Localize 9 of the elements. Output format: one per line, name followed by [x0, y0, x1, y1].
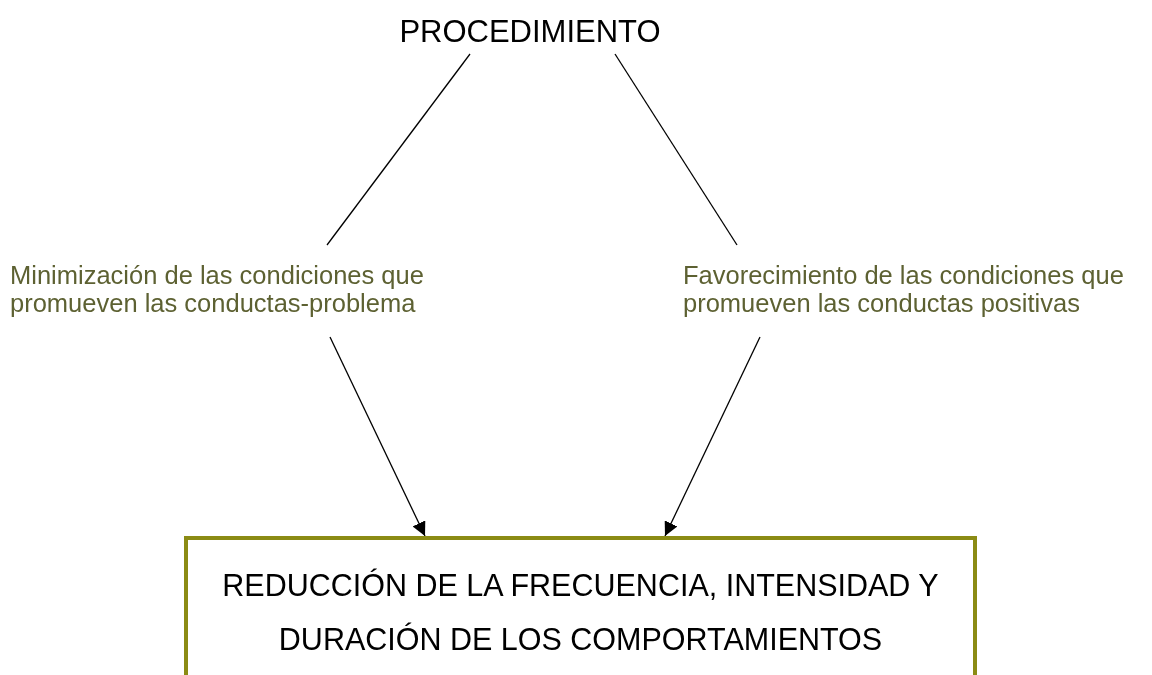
- outcome-text: REDUCCIÓN DE LA FRECUENCIA, INTENSIDAD Y DURACIÓN DE LOS COMPORTAMIENTOS: [221, 567, 940, 658]
- arrow: [329, 336, 426, 537]
- arrow: [664, 336, 761, 537]
- outcome-box: [184, 536, 977, 675]
- strategy-text: Favorecimiento de las condiciones que promueven las conductas positivas: [683, 261, 1125, 317]
- connector-line: [326, 53, 471, 246]
- connector-line: [614, 53, 738, 246]
- strategy-text: Minimización de las condiciones que promueven las conductas-problema: [10, 261, 425, 317]
- heading-text: PROCEDIMIENTO: [398, 13, 662, 51]
